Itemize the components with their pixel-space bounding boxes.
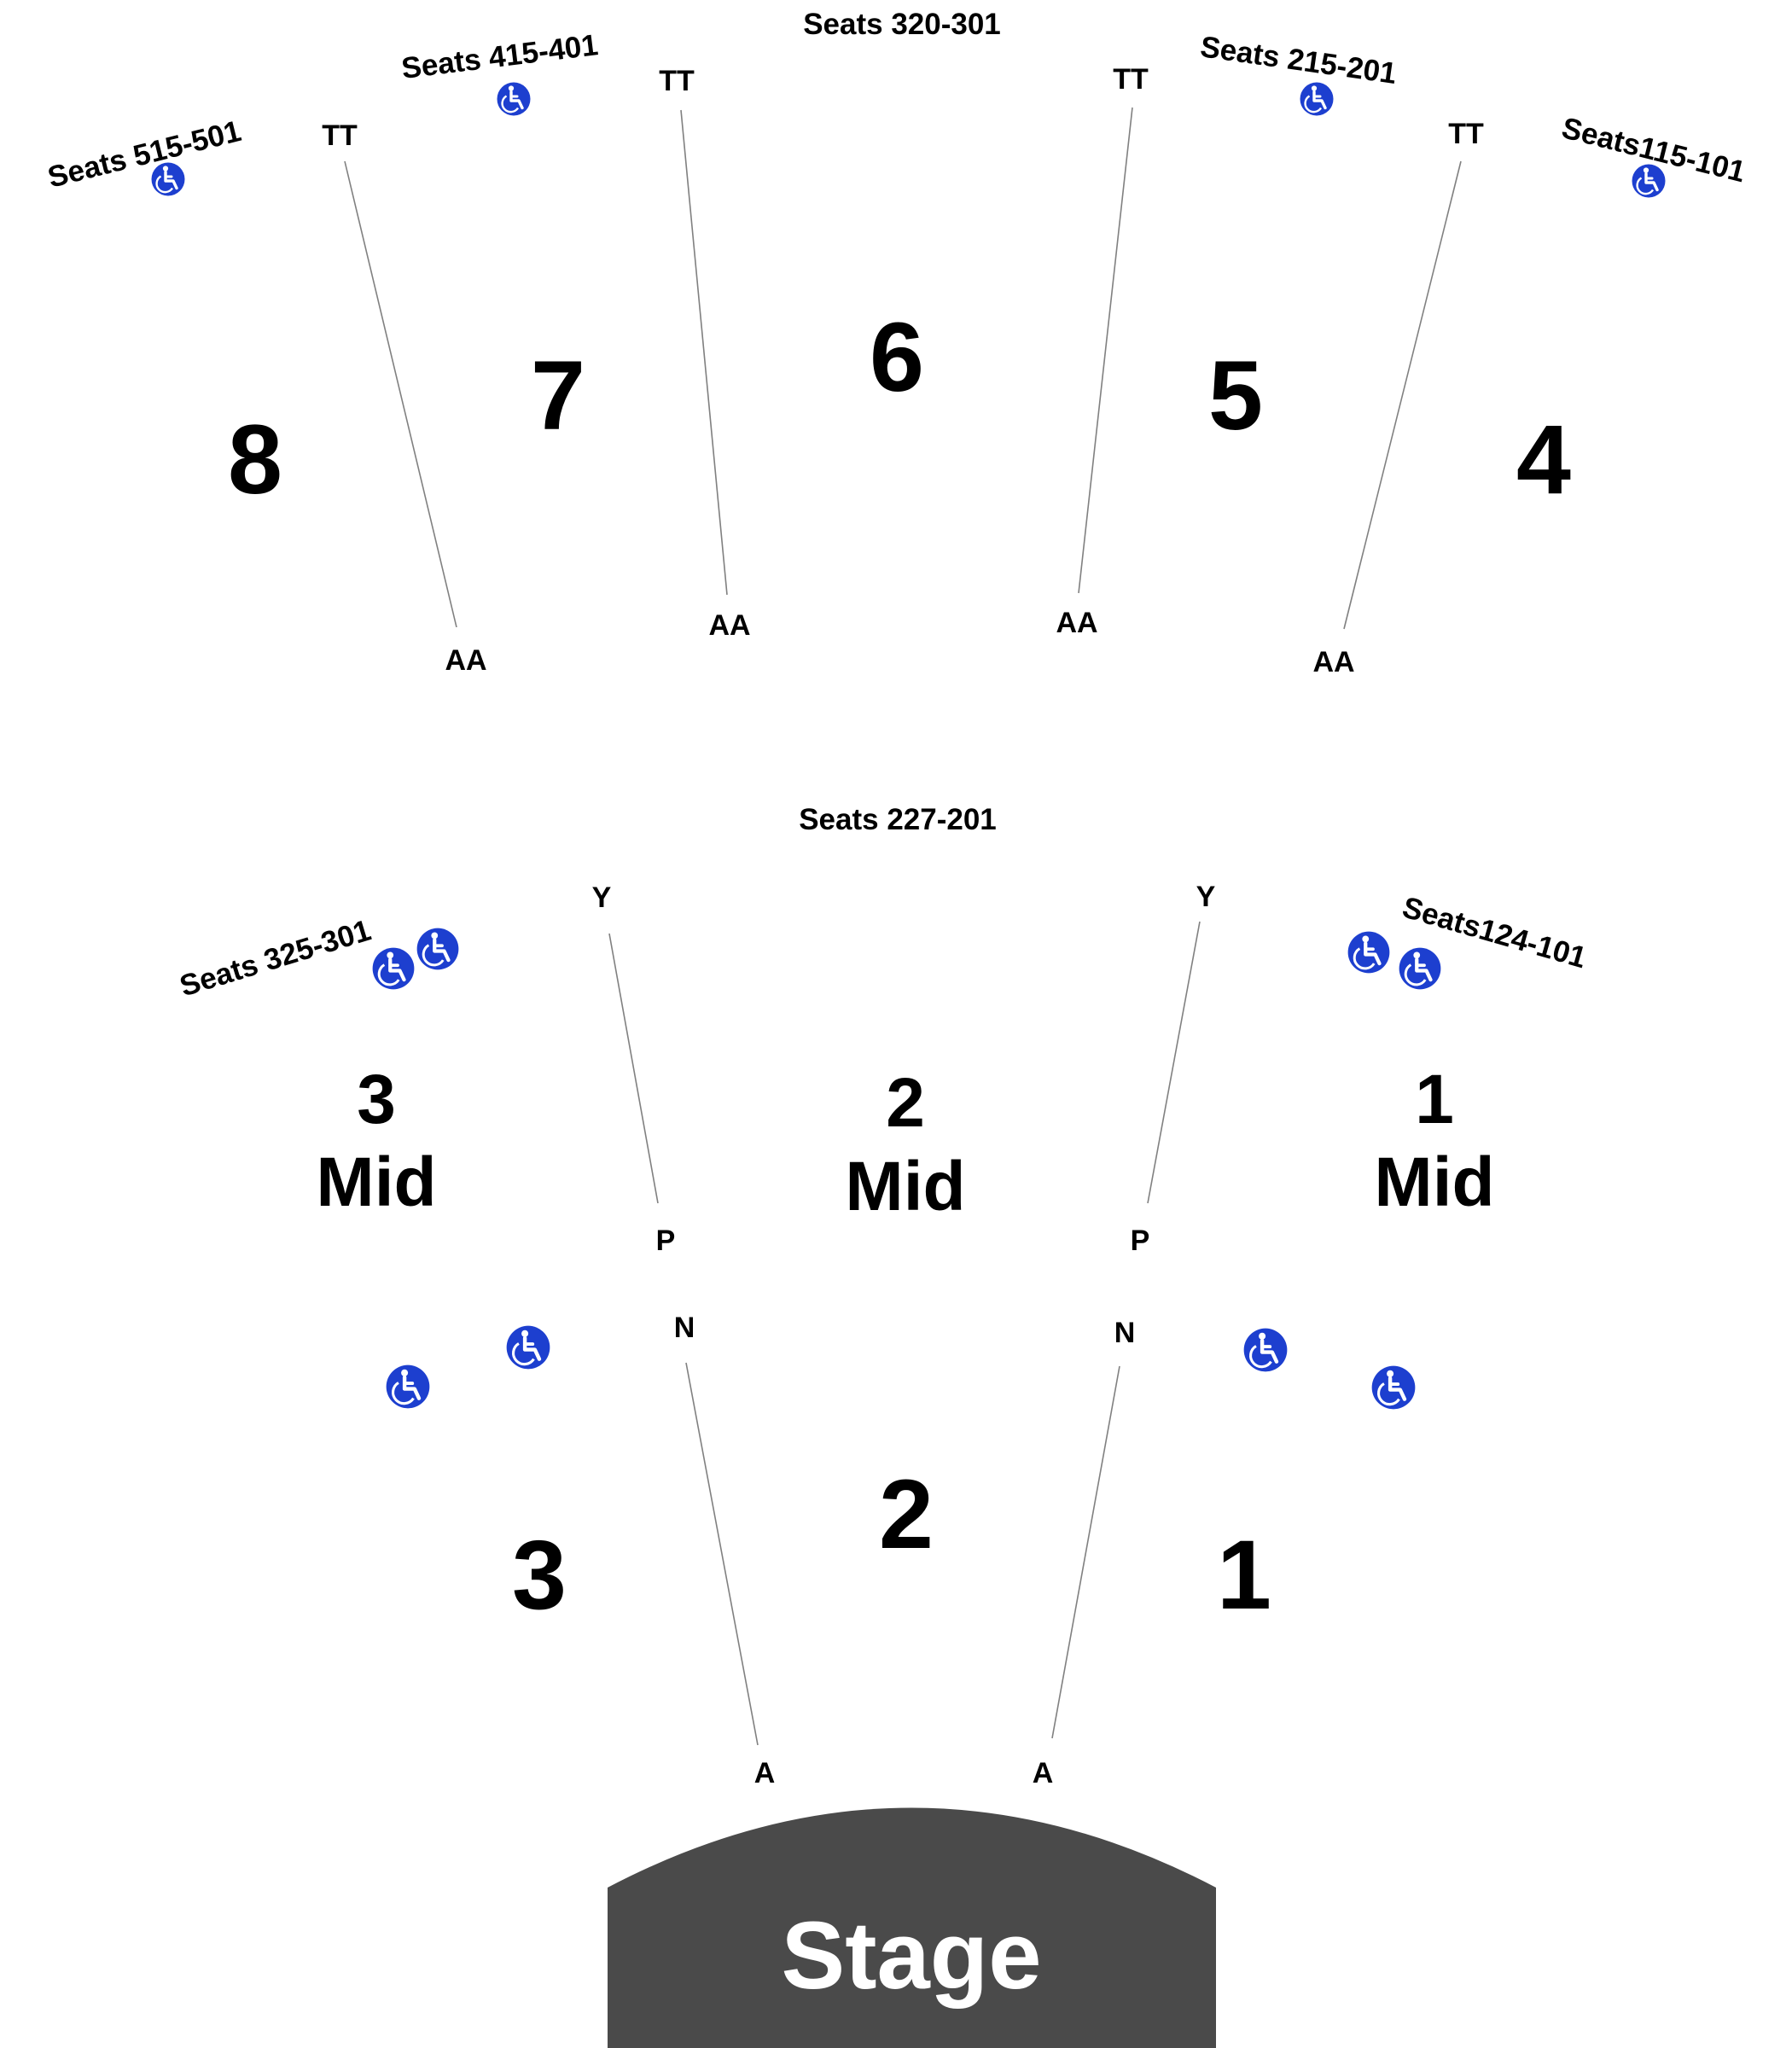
aisle-line xyxy=(344,160,457,628)
row-label-aa: AA xyxy=(445,644,486,677)
aisle-line xyxy=(685,1362,759,1746)
row-label-aa: AA xyxy=(1056,607,1097,639)
middle-level: Seats 227-201 Seats 325-301 Seats124-101… xyxy=(176,803,1590,1257)
row-label-a: A xyxy=(754,1757,776,1789)
aisle-line xyxy=(1078,107,1133,594)
row-label-n: N xyxy=(674,1312,695,1344)
aisle-line xyxy=(608,933,659,1204)
wheelchair-accessible-icon xyxy=(373,948,415,990)
wheelchair-accessible-icon xyxy=(417,928,459,970)
row-label-tt: TT xyxy=(1448,118,1484,150)
wheelchair-accessible-icon xyxy=(151,162,185,196)
aisle-line xyxy=(680,109,728,596)
seat-range-section-2-mid: Seats 227-201 xyxy=(799,803,997,836)
upper-level: Seats 515-501 Seats 415-401 Seats 320-30… xyxy=(44,8,1748,678)
section-7-label: 7 xyxy=(531,341,585,451)
stage-label: Stage xyxy=(782,1902,1042,2009)
section-2-label: 2 xyxy=(879,1460,934,1569)
stage: Stage xyxy=(608,1807,1216,2048)
row-label-n: N xyxy=(1114,1317,1136,1349)
row-label-tt: TT xyxy=(322,119,358,152)
seat-range-section-3-mid: Seats 325-301 xyxy=(176,914,375,1004)
wheelchair-accessible-icon xyxy=(507,1326,550,1370)
wheelchair-accessible-icon xyxy=(1632,164,1666,198)
wheelchair-accessible-icon xyxy=(1348,932,1390,974)
seat-range-section-5: Seats 215-201 xyxy=(1198,30,1399,90)
wheelchair-accessible-icon xyxy=(1244,1329,1288,1372)
section-3-mid-number: 3 xyxy=(357,1061,396,1138)
section-6-label: 6 xyxy=(870,303,924,412)
row-label-y: Y xyxy=(592,881,612,914)
row-label-tt: TT xyxy=(1113,63,1149,96)
seat-range-section-6: Seats 320-301 xyxy=(803,8,1001,41)
aisle-line xyxy=(1147,921,1201,1204)
stage-shape xyxy=(608,1807,1216,2048)
section-3-label: 3 xyxy=(512,1521,567,1630)
row-label-y: Y xyxy=(1196,881,1216,913)
aisle-line xyxy=(1051,1365,1120,1739)
section-5-label: 5 xyxy=(1208,341,1263,451)
row-label-p: P xyxy=(656,1225,676,1257)
section-2-mid-number: 2 xyxy=(886,1064,925,1142)
wheelchair-accessible-icon xyxy=(497,82,531,116)
wheelchair-accessible-icon xyxy=(1399,948,1441,990)
section-1-label: 1 xyxy=(1217,1521,1271,1630)
row-label-tt: TT xyxy=(659,65,695,97)
lower-level: N N A A 3 2 1 xyxy=(387,1312,1416,1789)
section-2-mid-suffix: Mid xyxy=(845,1148,965,1225)
wheelchair-accessible-icon xyxy=(1372,1366,1416,1410)
seat-range-section-8: Seats 515-501 xyxy=(44,114,244,195)
section-1-mid-number: 1 xyxy=(1415,1061,1454,1138)
seat-range-section-7: Seats 415-401 xyxy=(399,28,600,85)
section-8-label: 8 xyxy=(228,405,282,515)
row-label-aa: AA xyxy=(1312,646,1354,678)
row-label-p: P xyxy=(1131,1225,1150,1257)
wheelchair-accessible-icon xyxy=(1300,82,1334,116)
wheelchair-accessible-icon xyxy=(387,1365,430,1409)
section-1-mid-suffix: Mid xyxy=(1374,1143,1494,1221)
section-3-mid-suffix: Mid xyxy=(316,1143,436,1221)
aisle-line xyxy=(1343,160,1462,630)
row-label-aa: AA xyxy=(708,609,750,642)
section-4-label: 4 xyxy=(1516,405,1571,515)
row-label-a: A xyxy=(1033,1757,1054,1789)
